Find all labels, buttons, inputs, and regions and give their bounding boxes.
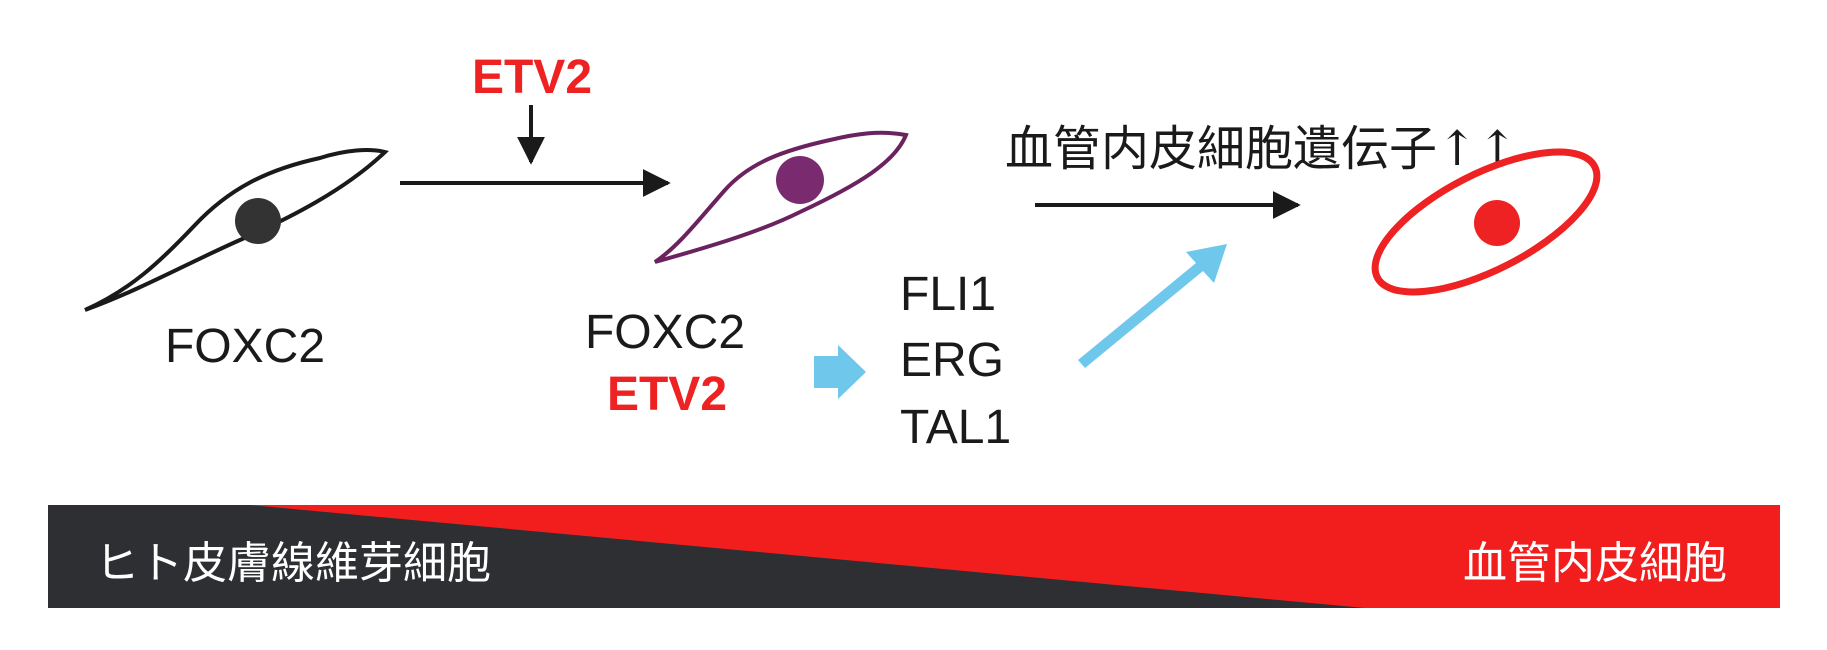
intermediate-label-etv2: ETV2	[607, 368, 727, 421]
upregulated-genes-label: 血管内皮細胞遺伝子↑↑	[1005, 121, 1517, 177]
fibroblast-cell-icon	[84, 148, 389, 312]
gene-fli1: FLI1	[900, 268, 996, 321]
transitioning-cell-icon	[653, 130, 909, 264]
gene-tal1: TAL1	[900, 401, 1011, 454]
cyan-arrow-small	[814, 345, 866, 399]
conversion-gradient-bar	[48, 505, 1780, 608]
cyan-arrow-large	[1078, 244, 1227, 368]
endothelial-cell-icon	[1371, 148, 1601, 296]
fibroblast-label: FOXC2	[165, 320, 325, 373]
intermediate-label-foxc2: FOXC2	[585, 306, 745, 359]
gradient-right-label: 血管内皮細胞	[1463, 538, 1727, 589]
gene-erg: ERG	[900, 334, 1004, 387]
gene-list: FLI1 ERG TAL1	[900, 268, 1011, 454]
gradient-left-label: ヒト皮膚線維芽細胞	[95, 538, 491, 589]
etv2-stimulus-label: ETV2	[472, 51, 592, 104]
